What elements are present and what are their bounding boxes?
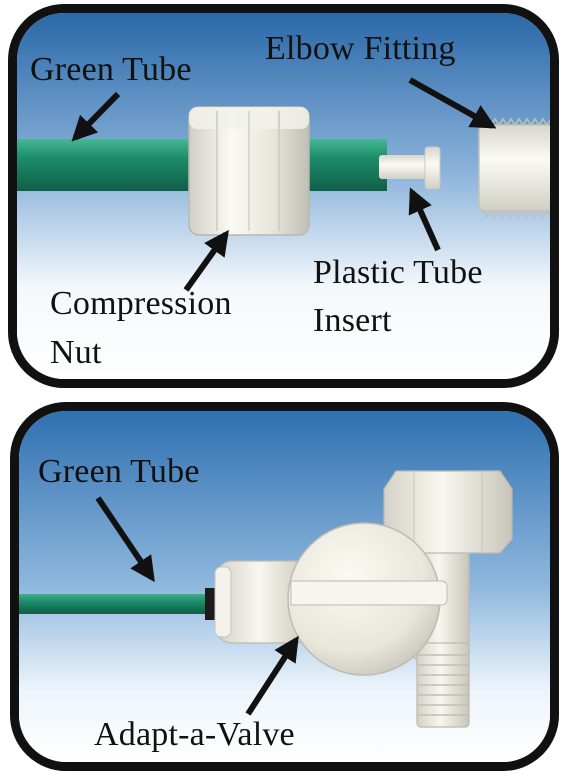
label-adapt-a-valve: Adapt-a-Valve <box>94 716 295 753</box>
compression-nut <box>188 106 310 236</box>
adapt-a-valve <box>214 470 513 728</box>
label-green-tube-bottom: Green Tube <box>38 453 200 490</box>
label-plastic-tube-insert-line2: Insert <box>313 302 392 339</box>
elbow-fitting <box>478 117 550 219</box>
label-green-tube-top: Green Tube <box>30 51 192 88</box>
green-tube <box>19 594 214 614</box>
label-compression-nut-line1: Compression <box>50 285 232 322</box>
compression-fitting-photo <box>17 13 550 379</box>
label-elbow-fitting: Elbow Fitting <box>265 30 456 67</box>
plastic-tube-insert <box>379 146 441 190</box>
label-compression-nut-line2: Nut <box>50 334 102 371</box>
label-plastic-tube-insert-line1: Plastic Tube <box>313 254 483 291</box>
top-photo-panel <box>8 4 559 388</box>
tube-collet-ring <box>205 588 217 620</box>
